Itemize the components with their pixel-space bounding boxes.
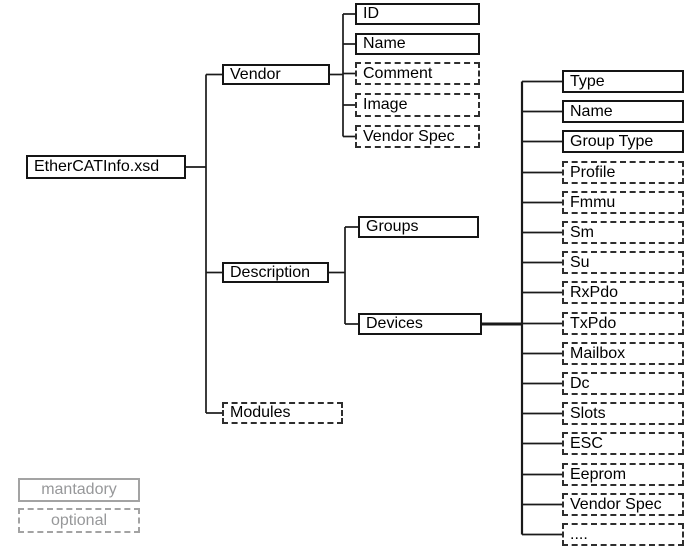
- legend-mandatory: mantadory: [18, 478, 140, 502]
- node-device-vendor-spec: Vendor Spec: [562, 493, 684, 516]
- node-id: ID: [355, 3, 480, 25]
- node-eeprom: Eeprom: [562, 463, 684, 486]
- node-su: Su: [562, 251, 684, 274]
- node-slots: Slots: [562, 402, 684, 425]
- node-groups: Groups: [358, 216, 479, 238]
- node-image: Image: [355, 93, 480, 117]
- node-description: Description: [222, 262, 329, 283]
- node-type: Type: [562, 70, 684, 93]
- node-modules: Modules: [222, 402, 343, 424]
- node-sm: Sm: [562, 221, 684, 244]
- node-profile: Profile: [562, 161, 684, 184]
- node-rxpdo: RxPdo: [562, 281, 684, 304]
- node-vendor: Vendor: [222, 64, 330, 85]
- node-comment: Comment: [355, 62, 480, 85]
- legend-optional: optional: [18, 508, 140, 533]
- node-txpdo: TxPdo: [562, 312, 684, 335]
- node-ellipsis: ....: [562, 523, 684, 546]
- node-device-name: Name: [562, 100, 684, 123]
- node-dc: Dc: [562, 372, 684, 395]
- node-vendor-name: Name: [355, 33, 480, 55]
- node-group-type: Group Type: [562, 130, 684, 153]
- node-esc: ESC: [562, 432, 684, 455]
- node-fmmu: Fmmu: [562, 191, 684, 214]
- node-mailbox: Mailbox: [562, 342, 684, 365]
- node-vendor-spec: Vendor Spec: [355, 125, 480, 148]
- node-devices: Devices: [358, 313, 482, 335]
- node-ethercatinfo-xsd: EtherCATInfo.xsd: [26, 155, 186, 179]
